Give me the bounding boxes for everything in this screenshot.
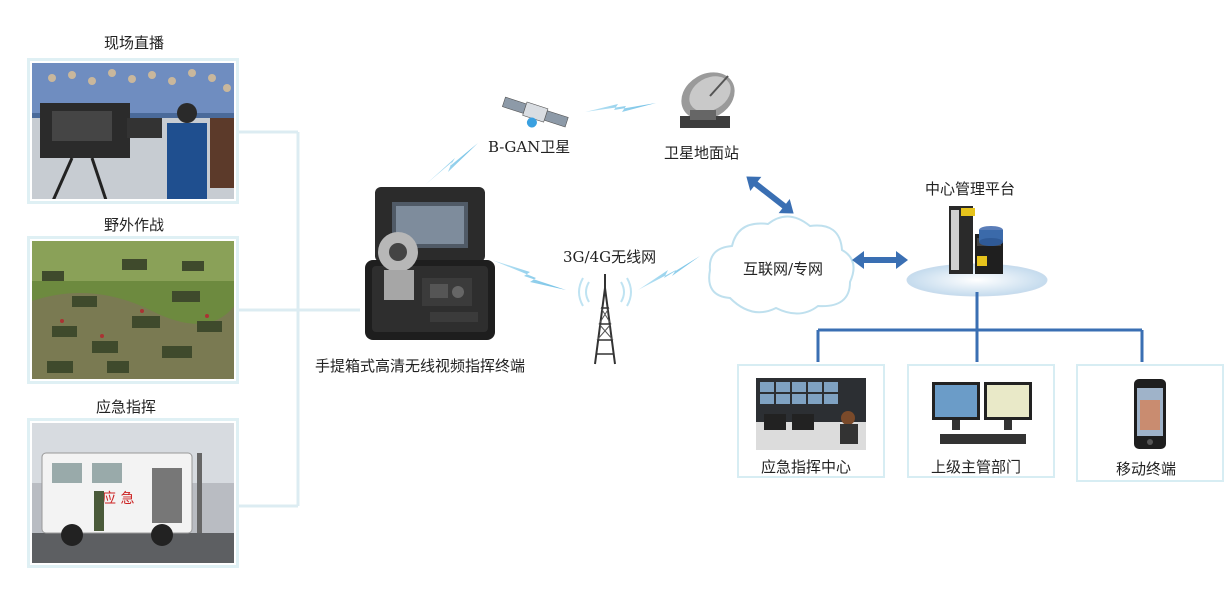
- emergency-command-image: 应 急: [32, 423, 234, 563]
- superior-dept-monitors-image: [932, 382, 1032, 444]
- signal-bolt-terminal-tower: [492, 260, 566, 290]
- svg-text:应 急: 应 急: [102, 490, 134, 507]
- wireless-label: 3G/4G无线网: [563, 248, 657, 266]
- ground-station-label: 卫星地面站: [664, 144, 740, 162]
- endpoint-card-mobile: 移动终端: [1076, 364, 1224, 482]
- endpoint-label-mobile: 移动终端: [1116, 460, 1177, 478]
- field-combat-photo: [27, 236, 239, 384]
- suitcase-terminal-icon: [365, 187, 495, 340]
- signal-bolt-tower-internet: [638, 256, 700, 290]
- emergency-command-photo: 应 急: [27, 418, 239, 568]
- server-platform-icon: [906, 206, 1048, 297]
- network-cloud-label: 互联网/专网: [743, 260, 824, 278]
- platform-label: 中心管理平台: [925, 180, 1016, 198]
- satellite-dish-icon: [680, 72, 735, 128]
- arrow-ground-cloud: [746, 176, 794, 214]
- live-broadcast-photo: [27, 58, 239, 204]
- field-combat-image: [32, 241, 234, 379]
- endpoint-card-command-center: 应急指挥中心: [737, 364, 885, 478]
- endpoint-label-superior-dept: 上级主管部门: [931, 458, 1022, 476]
- arrow-cloud-platform: [852, 251, 908, 269]
- internet-cloud-icon: [708, 215, 855, 315]
- scenario-label-field: 野外作战: [104, 216, 165, 234]
- live-broadcast-image: [32, 63, 234, 199]
- scenario-label-live: 现场直播: [104, 34, 165, 52]
- cell-tower-icon: [578, 274, 632, 365]
- bgan-satellite-icon: [502, 96, 569, 128]
- endpoint-label-command-center: 应急指挥中心: [761, 458, 852, 476]
- satellite-label: B-GAN卫星: [488, 138, 571, 156]
- signal-bolt-satellite-ground: [585, 103, 656, 112]
- endpoint-card-superior-dept: 上级主管部门: [907, 364, 1055, 478]
- command-center-image: [756, 378, 866, 450]
- scenario-label-emergency: 应急指挥: [96, 398, 157, 416]
- mobile-phone-icon: [1134, 379, 1166, 449]
- terminal-label: 手提箱式高清无线视频指挥终端: [315, 357, 526, 375]
